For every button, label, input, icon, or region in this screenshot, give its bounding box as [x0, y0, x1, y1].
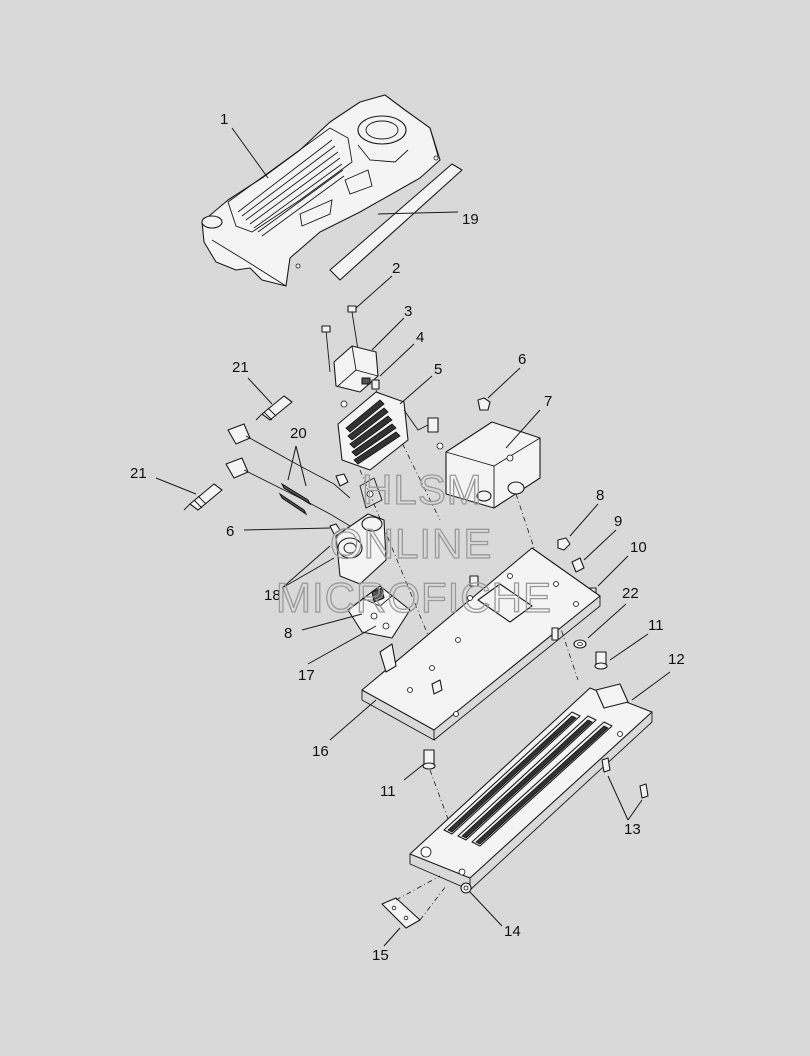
- part-12-slots: [443, 711, 613, 847]
- part-8-nut: [557, 537, 571, 551]
- watermark-line-3: MICROFICHE: [276, 574, 552, 621]
- callout-6-lower: 6: [226, 523, 234, 540]
- callout-22: 22: [622, 585, 639, 602]
- callout-11-upper: 11: [648, 617, 664, 634]
- callout-10: 10: [630, 539, 647, 556]
- part-21-spark-plug-lower: [183, 483, 223, 511]
- part-11-standoff-lower: [422, 749, 453, 831]
- part-19-decal: [329, 163, 463, 281]
- part-17-bracket: [347, 585, 411, 639]
- callout-17: 17: [298, 667, 315, 684]
- part-1-cup-holder: [357, 115, 407, 145]
- part-13-clips: [601, 757, 649, 799]
- callout-8-lower: 8: [284, 625, 292, 642]
- part-1-control-panel: [201, 94, 441, 287]
- callout-12: 12: [668, 651, 685, 668]
- callout-4: 4: [416, 329, 424, 346]
- callout-14: 14: [504, 923, 521, 940]
- leader-lines: [155, 127, 671, 947]
- part-22-grommet: [573, 639, 587, 649]
- part-6-nut-lower: [329, 473, 349, 535]
- callout-6-upper: 6: [518, 351, 526, 368]
- callout-9: 9: [614, 513, 622, 530]
- part-1-grille: [237, 139, 345, 237]
- part-3-module: [321, 325, 379, 393]
- part-5-regulator: [337, 391, 439, 641]
- part-14-nut: [460, 882, 472, 894]
- callout-1: 1: [220, 111, 228, 128]
- callout-2: 2: [392, 260, 400, 277]
- part-21-spark-plug-upper: [255, 395, 293, 421]
- callout-15: 15: [372, 947, 389, 964]
- callout-19: 19: [462, 211, 479, 228]
- part-20-spark-plug-wires: [225, 423, 351, 527]
- part-6-nut-top: [477, 397, 491, 411]
- watermark-line-2: ONLINE: [330, 520, 492, 567]
- part-16-mounting-plate: [361, 547, 601, 741]
- callout-7: 7: [544, 393, 552, 410]
- watermark: HLSM ONLINE MICROFICHE: [275, 465, 552, 621]
- part-7-relay-box: [436, 421, 579, 681]
- callouts: 1 2 3 4 5 6 6 7 8 8 9 10 11 11 12 13 14 …: [130, 111, 685, 964]
- callout-8-upper: 8: [596, 487, 604, 504]
- callout-3: 3: [404, 303, 412, 320]
- callout-5: 5: [434, 361, 442, 378]
- callout-11-lower: 11: [380, 783, 396, 800]
- callout-18: 18: [264, 587, 281, 604]
- part-18-ignition-coil: [335, 477, 387, 585]
- callout-16: 16: [312, 743, 329, 760]
- callout-20: 20: [290, 425, 307, 442]
- part-12-heat-shield: [409, 683, 653, 891]
- part-15-plate: [381, 875, 447, 929]
- part-2-screw: [347, 305, 359, 351]
- callout-21-lower: 21: [130, 465, 147, 482]
- callout-13: 13: [624, 821, 641, 838]
- callout-21-upper: 21: [232, 359, 249, 376]
- part-9-clip: [571, 557, 585, 573]
- part-11-standoff-upper: [551, 627, 608, 670]
- watermark-line-1: HLSM: [362, 466, 483, 513]
